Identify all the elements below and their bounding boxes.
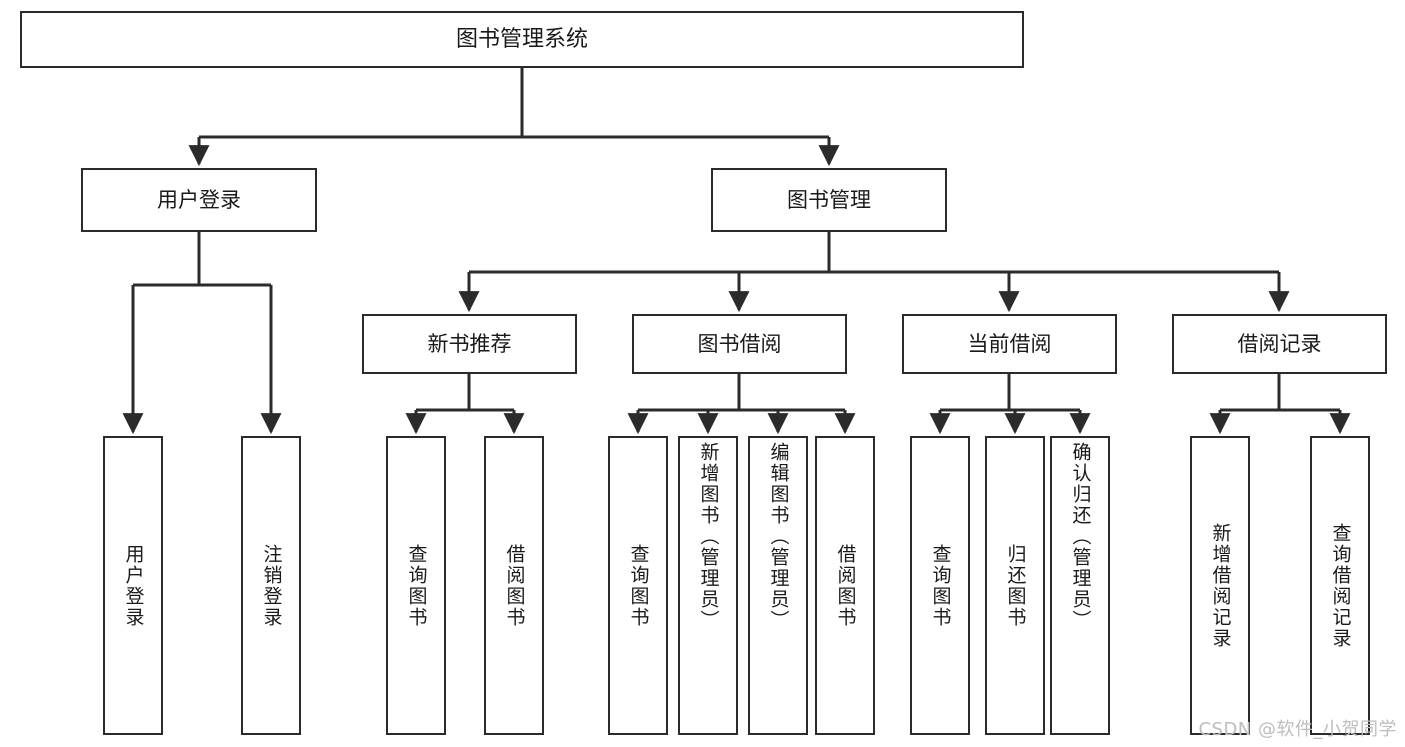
node-leaf-logout-label: 注销登录: [260, 543, 283, 628]
node-new-book-rec[interactable]: 新书推荐: [362, 314, 577, 374]
node-book-manage-label: 图书管理: [787, 187, 871, 212]
node-leaf-borrow-book-2-label: 借阅图书: [834, 543, 857, 628]
node-leaf-return-book-label: 归还图书: [1004, 543, 1027, 628]
node-leaf-borrow-book-2[interactable]: 借阅图书: [815, 436, 875, 735]
node-user-login-label: 用户登录: [157, 187, 241, 212]
node-root[interactable]: 图书管理系统: [20, 11, 1024, 68]
node-leaf-add-book-label: 新增图书（管理员）: [697, 442, 720, 631]
node-leaf-query-record[interactable]: 查询借阅记录: [1310, 436, 1370, 735]
node-leaf-edit-book-label: 编辑图书（管理员）: [767, 442, 790, 631]
node-root-label: 图书管理系统: [455, 26, 588, 52]
node-leaf-query-record-label: 查询借阅记录: [1329, 522, 1352, 649]
node-leaf-user-login-label: 用户登录: [122, 543, 145, 628]
node-leaf-add-record-label: 新增借阅记录: [1209, 522, 1232, 649]
node-leaf-query-book-3-label: 查询图书: [929, 543, 952, 628]
node-leaf-confirm-return-label: 确认归还（管理员）: [1069, 442, 1092, 631]
node-leaf-borrow-book-1-label: 借阅图书: [503, 543, 526, 628]
node-leaf-user-login[interactable]: 用户登录: [103, 436, 163, 735]
node-leaf-query-book-1-label: 查询图书: [405, 543, 428, 628]
node-user-login[interactable]: 用户登录: [81, 168, 317, 232]
node-leaf-add-record[interactable]: 新增借阅记录: [1190, 436, 1250, 735]
node-borrow-record-label: 借阅记录: [1237, 331, 1322, 356]
node-leaf-query-book-1[interactable]: 查询图书: [386, 436, 446, 735]
node-book-borrow-label: 图书借阅: [697, 331, 782, 356]
node-book-manage[interactable]: 图书管理: [711, 168, 947, 232]
node-leaf-return-book[interactable]: 归还图书: [985, 436, 1045, 735]
node-current-borrow[interactable]: 当前借阅: [902, 314, 1117, 374]
node-leaf-query-book-2[interactable]: 查询图书: [608, 436, 668, 735]
node-leaf-query-book-3[interactable]: 查询图书: [910, 436, 970, 735]
node-leaf-add-book[interactable]: 新增图书（管理员）: [678, 436, 738, 735]
node-current-borrow-label: 当前借阅: [967, 331, 1052, 356]
node-leaf-borrow-book-1[interactable]: 借阅图书: [484, 436, 544, 735]
node-book-borrow[interactable]: 图书借阅: [632, 314, 847, 374]
node-new-book-rec-label: 新书推荐: [427, 331, 512, 356]
node-leaf-logout[interactable]: 注销登录: [241, 436, 301, 735]
node-borrow-record[interactable]: 借阅记录: [1172, 314, 1387, 374]
node-leaf-query-book-2-label: 查询图书: [627, 543, 650, 628]
csdn-watermark: CSDN @软件_小贺同学: [1198, 719, 1397, 740]
node-leaf-edit-book[interactable]: 编辑图书（管理员）: [748, 436, 808, 735]
node-leaf-confirm-return[interactable]: 确认归还（管理员）: [1050, 436, 1110, 735]
